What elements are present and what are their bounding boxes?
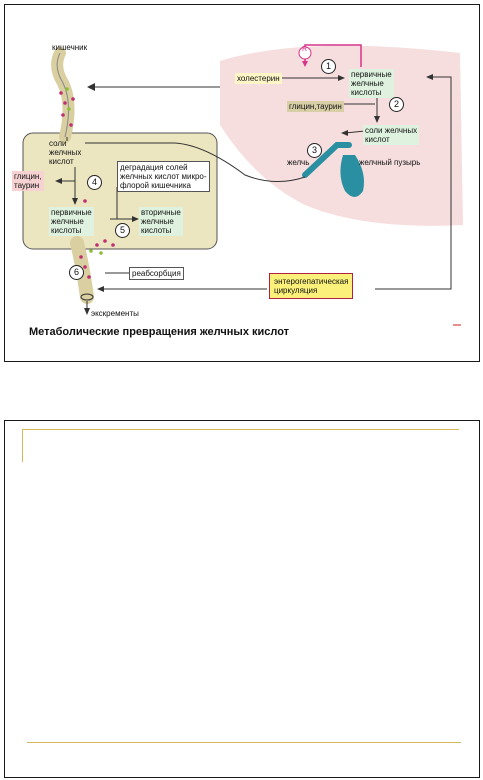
label-intestine: кишечник (52, 43, 88, 52)
gallbladder-shape (340, 155, 364, 197)
step-2: 2 (389, 97, 404, 112)
label-bile: желчь (287, 158, 310, 167)
label-gallbladder: желчный пузырь (359, 158, 421, 167)
label-excrements: экскременты (91, 309, 139, 318)
label-bile-salts-liver: соли желчных кислот (363, 125, 420, 145)
label-bile-salts-intestine: соли желчных кислот (49, 139, 82, 166)
bile-flow (85, 142, 306, 182)
step-1: 1 (321, 59, 336, 74)
slide-blank (4, 420, 480, 778)
step-4: 4 (87, 175, 102, 190)
bile-duct (302, 142, 352, 178)
label-secondary-acids: вторичные желчные кислоты (139, 207, 183, 236)
enterohepatic-return (375, 76, 452, 290)
step-6: 6 (69, 265, 84, 280)
label-reabsorption: реабсорбция (129, 267, 184, 280)
liver-shape (220, 45, 463, 226)
label-glycine-taurine-intestine: глицин, таурин (12, 171, 44, 191)
diagram-caption: Метаболические превращения желчных кисло… (29, 326, 290, 338)
bile-salt-dots (59, 91, 115, 279)
label-enterohepatic: энтерогепатическая циркуляция (269, 273, 354, 299)
label-primary-intestine: первичные желчные кислоты (49, 207, 94, 236)
slide-bile-acids: кишечник R холестерин 1 первичные желчны… (4, 4, 480, 362)
label-regulation: R (302, 46, 308, 53)
label-degradation: деградация солей желчных кислот микро- ф… (117, 161, 210, 192)
slide2-title-frame (22, 429, 459, 462)
step-3: 3 (307, 143, 322, 158)
step-5: 5 (115, 223, 130, 238)
label-primary-liver: первичные желчные кислоты (349, 69, 394, 98)
label-cholesterol: холестерин (235, 73, 282, 84)
diagram-graphics (22, 44, 463, 326)
tube-exit (80, 293, 94, 301)
slide2-bottom-rule (27, 742, 461, 743)
label-glycine-taurine-liver: глицин,таурин (287, 101, 344, 112)
